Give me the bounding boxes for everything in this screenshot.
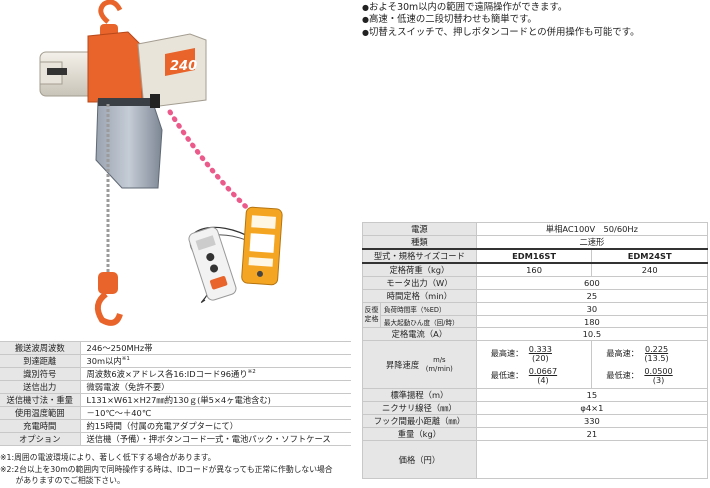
model-code: EDM16ST (475, 248, 593, 264)
table-row: 昇降速度 m/s(m/min) 最高速：0.333(20) 最低速：0.0667… (362, 340, 708, 390)
duty-label: 負荷時間率（%ED） (379, 302, 477, 316)
table-row: オプション 送信機（予備）・押ボタンコード一式・電池パック・ソフトケース (0, 432, 351, 446)
footnote: ※2:2台以上を30mの範囲内で同時操作する時は、IDコードが異なっても正常に作… (0, 464, 333, 474)
row-value: L131×W61×H27㎜約130ｇ(単5×4ヶ電池含む) (80, 393, 351, 407)
row-value: －10℃～＋40℃ (80, 406, 351, 420)
lift-label: 標準揚程（m） (362, 388, 477, 403)
table-row: フック間最小距離（㎜） 330 (362, 414, 709, 429)
table-row: 反復定格 負荷時間率（%ED） 30 (362, 301, 709, 329)
table-row: 充電時間 約15時間（付属の充電アダプターにて） (0, 419, 351, 433)
table-row: 送信機寸法・重量 L131×W61×H27㎜約130ｇ(単5×4ヶ電池含む) (0, 393, 351, 407)
speed-label: 昇降速度 m/s(m/min) (362, 340, 477, 390)
row-label: 充電時間 (0, 419, 81, 433)
load-value: 240 (591, 262, 708, 277)
hook-distance-label: フック間最小距離（㎜） (362, 414, 477, 429)
row-value: 微弱電波（免許不要） (80, 380, 351, 394)
table-row: 電源 単相AC100V 50/60Hz (362, 222, 709, 236)
remote-spec-table: 搬送波周波数 246～250MHz帯 到達距離 30m以内※1 識別符号 周波数… (0, 341, 351, 446)
row-value: 30m以内※1 (80, 354, 351, 368)
row-label: 識別符号 (0, 367, 81, 381)
table-row: 到達距離 30m以内※1 (0, 354, 351, 368)
hoist-badge: 240 (170, 59, 197, 74)
table-row: 時間定格（min） 25 (362, 289, 709, 303)
weight-label: 重量（kg） (362, 427, 477, 442)
model-code: EDM24ST (591, 248, 708, 264)
starts-label: 最大起動ひん度（回/時） (379, 314, 477, 329)
hoist-illustration: 240 (39, 0, 283, 326)
feature-item: 高速・低速の二段切替わせも簡単です。 (362, 14, 707, 26)
motor-label: モータ出力（W） (362, 276, 477, 290)
starts-value: 180 (475, 314, 709, 329)
power-label: 電源 (362, 222, 477, 236)
table-row: 最大起動ひん度（回/時） 180 (363, 314, 709, 329)
chain-label: ニクサリ線径（㎜） (362, 401, 477, 416)
table-row: 搬送波周波数 246～250MHz帯 (0, 341, 351, 355)
table-row: 価格（円） (362, 440, 709, 480)
time-rating-label: 時間定格（min） (362, 289, 477, 303)
table-row: 使用温度範囲 －10℃～＋40℃ (0, 406, 351, 420)
model-label: 型式・規格サイズコード (362, 248, 477, 264)
footnote: ※1:周囲の電波環境により、著しく低下する場合があります。 (0, 453, 216, 462)
table-row: モータ出力（W） 600 (362, 276, 709, 290)
cycle-rating-label: 反復定格 (362, 301, 381, 329)
footnotes: ※1:周囲の電波環境により、著しく低下する場合があります。 ※2:2台以上を30… (0, 452, 352, 487)
table-row: 重量（kg） 21 (362, 427, 709, 442)
row-label: 到達距離 (0, 354, 81, 368)
power-value: 単相AC100V 50/60Hz (475, 222, 709, 236)
row-value: 約15時間（付属の充電アダプターにて） (80, 419, 351, 433)
load-value: 160 (475, 262, 593, 277)
table-row: ニクサリ線径（㎜） φ4×1 (362, 401, 709, 416)
hook-distance-value: 330 (475, 414, 709, 429)
lift-value: 15 (475, 388, 709, 403)
table-row: 識別符号 周波数6波×アドレス各16:IDコード96通り※2 (0, 367, 351, 381)
current-value: 10.5 (475, 327, 709, 342)
hoist-spec-table: 電源 単相AC100V 50/60Hz 種類 二速形 型式・規格サイズコード E… (362, 222, 709, 480)
row-label: 送信機寸法・重量 (0, 393, 81, 407)
feature-list: およそ30m以内の範囲で遠隔操作ができます。 高速・低速の二段切替わせも簡単です… (362, 2, 707, 39)
motor-value: 600 (475, 276, 709, 290)
speed-value: 最高速：0.333(20) 最低速：0.0667(4) (475, 340, 593, 390)
table-row: 種類 二速形 (362, 235, 709, 250)
feature-item: 切替えスイッチで、押しボタンコードとの併用操作も可能です。 (362, 27, 707, 39)
table-row: 標準揚程（m） 15 (362, 388, 709, 403)
type-value: 二速形 (475, 235, 709, 250)
feature-item: およそ30m以内の範囲で遠隔操作ができます。 (362, 2, 707, 14)
duty-value: 30 (475, 302, 709, 316)
chain-value: φ4×1 (475, 401, 709, 416)
table-row: 送信出力 微弱電波（免許不要） (0, 380, 351, 394)
type-label: 種類 (362, 235, 477, 250)
row-value: 246～250MHz帯 (80, 341, 351, 355)
time-rating-value: 25 (475, 289, 709, 303)
weight-value: 21 (475, 427, 709, 442)
row-value: 送信機（予備）・押ボタンコード一式・電池パック・ソフトケース (80, 432, 351, 446)
current-label: 定格電流（A） (362, 327, 477, 342)
row-label: 使用温度範囲 (0, 406, 81, 420)
table-row: 定格荷重（kg） 160 240 (362, 262, 708, 277)
footnote: がありますのでご相談下さい。 (0, 476, 125, 486)
price-value (475, 440, 709, 480)
table-row: 型式・規格サイズコード EDM16ST EDM24ST (362, 248, 708, 264)
price-label: 価格（円） (362, 440, 477, 480)
table-row: 定格電流（A） 10.5 (362, 327, 709, 342)
row-value: 周波数6波×アドレス各16:IDコード96通り※2 (80, 367, 351, 381)
row-label: 搬送波周波数 (0, 341, 81, 355)
row-label: 送信出力 (0, 380, 81, 394)
row-label: オプション (0, 432, 81, 446)
product-photo: 240 (0, 0, 352, 338)
speed-value: 最高速：0.225(13.5) 最低速：0.0500(3) (591, 340, 708, 390)
load-label: 定格荷重（kg） (362, 262, 477, 277)
